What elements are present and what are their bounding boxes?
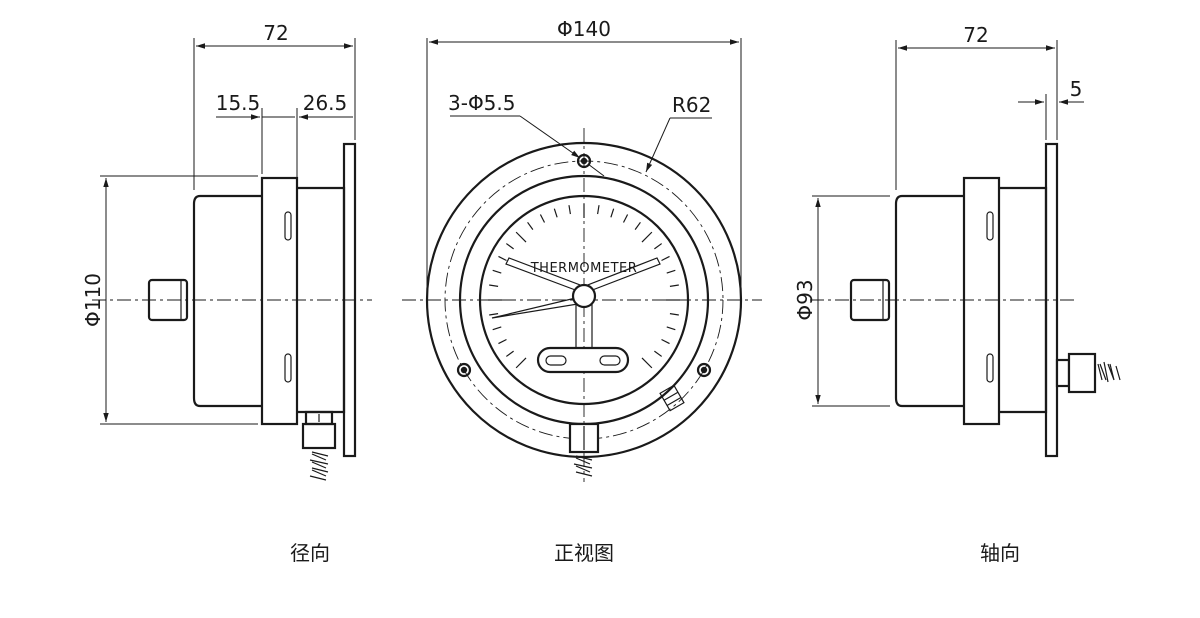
dial-tick [666, 326, 676, 331]
axial-caption: 轴向 [980, 541, 1020, 565]
dial-tick [492, 269, 502, 274]
radial-flange [342, 142, 357, 458]
dial-tick [489, 284, 499, 287]
axial-side-nut [1067, 352, 1097, 394]
dial-tick [568, 205, 571, 215]
front-mounting-hole [456, 362, 472, 378]
dial-tick [622, 214, 629, 223]
front-dial-label: THERMOMETER [530, 261, 638, 276]
front-dim-diameter: Φ140 [557, 17, 611, 41]
dial-tick [505, 350, 514, 357]
dial-tick [610, 208, 615, 218]
front-main-needle [491, 295, 585, 319]
dial-tick [515, 231, 527, 243]
radial-cable-spring [309, 451, 329, 481]
radial-bezel [260, 176, 299, 426]
radial-slot [284, 211, 292, 241]
dial-tick [505, 243, 514, 250]
dial-tick [498, 338, 507, 345]
dial-tick [661, 338, 670, 345]
front-side-gland [659, 384, 685, 412]
radial-dim-b: 26.5 [303, 91, 348, 115]
front-view: THERMOMETER Φ140 3-Φ5.5 [402, 17, 762, 565]
radial-dim-a: 15.5 [216, 91, 261, 115]
axial-view: 72 5 Φ93 轴向 [793, 23, 1121, 565]
dial-tick [641, 231, 653, 243]
radial-dim-diameter: Φ110 [81, 273, 105, 327]
dial-tick [669, 313, 679, 316]
axial-flange [1044, 142, 1059, 458]
front-plate-slot [545, 355, 567, 366]
dial-tick [666, 269, 676, 274]
front-dial-ticks [488, 204, 680, 369]
radial-caption: 径向 [290, 541, 330, 565]
dial-tick [553, 208, 558, 218]
dial-tick [654, 243, 663, 250]
front-cable-spring [573, 455, 593, 477]
dial-tick [634, 221, 641, 230]
front-caption: 正视图 [554, 541, 614, 565]
dial-tick [539, 214, 546, 223]
dial-tick [498, 255, 507, 262]
dial-tick [661, 255, 670, 262]
dial-tick [669, 284, 679, 287]
dial-tick [515, 357, 527, 369]
radial-case [192, 194, 262, 408]
axial-slot [986, 211, 994, 241]
front-adjust-plate [536, 346, 630, 374]
radial-slot [284, 353, 292, 383]
dial-tick [489, 313, 499, 316]
front-dim-radius: R62 [672, 93, 711, 117]
radial-bottom-nut [301, 422, 337, 450]
axial-case [894, 194, 964, 408]
front-dim-holes: 3-Φ5.5 [448, 91, 516, 115]
dial-tick [654, 350, 663, 357]
front-mounting-hole [696, 362, 712, 378]
axial-dim-diameter: Φ93 [793, 279, 817, 320]
front-mounting-hole [576, 153, 592, 169]
axial-dim-flange: 5 [1070, 77, 1083, 101]
dial-tick [527, 221, 534, 230]
axial-side-nut [1055, 358, 1071, 388]
front-dial-face [478, 194, 690, 406]
axial-dim-depth: 72 [963, 23, 988, 47]
axial-slot [986, 353, 994, 383]
axial-cable-spring [1097, 361, 1121, 383]
axial-bezel [962, 176, 1001, 426]
dial-tick [597, 205, 600, 215]
front-hub [571, 283, 597, 309]
radial-view: 72 15.5 26.5 Φ110 径向 [81, 21, 372, 565]
front-plate-slot [599, 355, 621, 366]
radial-dim-depth: 72 [263, 21, 288, 45]
radial-rear-connector [147, 278, 189, 322]
axial-rear-connector [849, 278, 891, 322]
dial-tick [641, 357, 653, 369]
dial-tick [492, 326, 502, 331]
